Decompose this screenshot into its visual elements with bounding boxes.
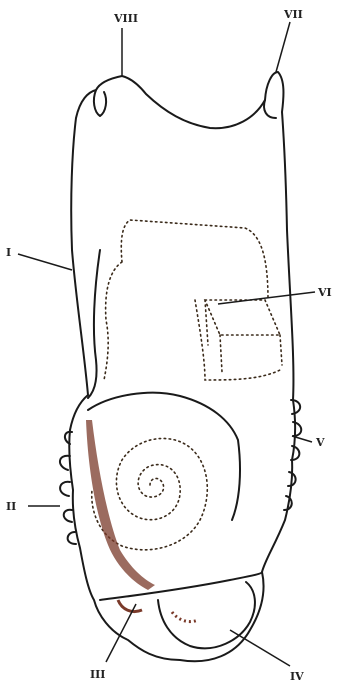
label-vii: VII <box>283 8 303 21</box>
label-v: V <box>315 436 325 449</box>
leader-iii <box>106 604 136 662</box>
leader-vi <box>218 292 315 304</box>
leader-i <box>18 254 72 270</box>
label-i: I <box>6 246 11 259</box>
top-right-curl <box>264 100 276 118</box>
label-ii: II <box>6 500 16 513</box>
label-viii: VIII <box>113 12 138 25</box>
label-vi: VI <box>317 286 332 299</box>
semicircular-canal-box <box>205 300 282 372</box>
top-left-prong <box>94 90 106 116</box>
shaded-lower-ridge <box>86 420 155 590</box>
lower-left-patch <box>118 600 142 612</box>
lower-divider <box>100 572 262 600</box>
inner-left-ridge <box>88 250 100 398</box>
leader-iv <box>230 630 290 666</box>
label-iv: IV <box>290 670 304 683</box>
cochlea-outer-line <box>88 393 240 520</box>
lower-lobe-shading <box>172 612 198 622</box>
label-iii: III <box>90 668 105 681</box>
lower-lobe <box>158 582 255 648</box>
inner-canal-dotted <box>104 220 268 380</box>
leader-vii <box>276 22 290 72</box>
